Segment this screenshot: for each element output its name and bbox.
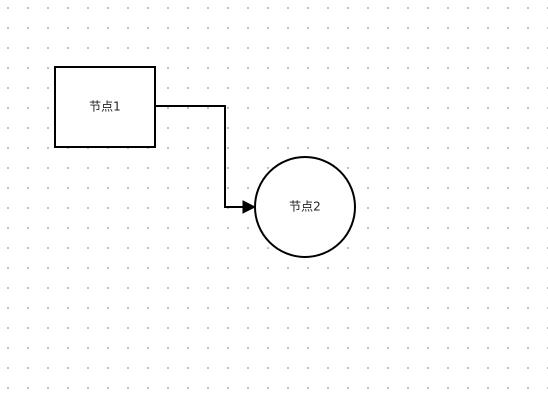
arrowhead-icon	[242, 200, 257, 214]
node-1[interactable]: 节点1	[54, 66, 156, 148]
node-1-label: 节点1	[89, 100, 121, 114]
node-2-label: 节点2	[289, 200, 321, 214]
node-1-shape[interactable]	[54, 66, 156, 148]
edge-line[interactable]	[155, 105, 243, 208]
node-2[interactable]: 节点2	[254, 156, 356, 258]
edge-node1-to-node2[interactable]	[155, 105, 257, 214]
node-2-shape[interactable]	[254, 156, 356, 258]
